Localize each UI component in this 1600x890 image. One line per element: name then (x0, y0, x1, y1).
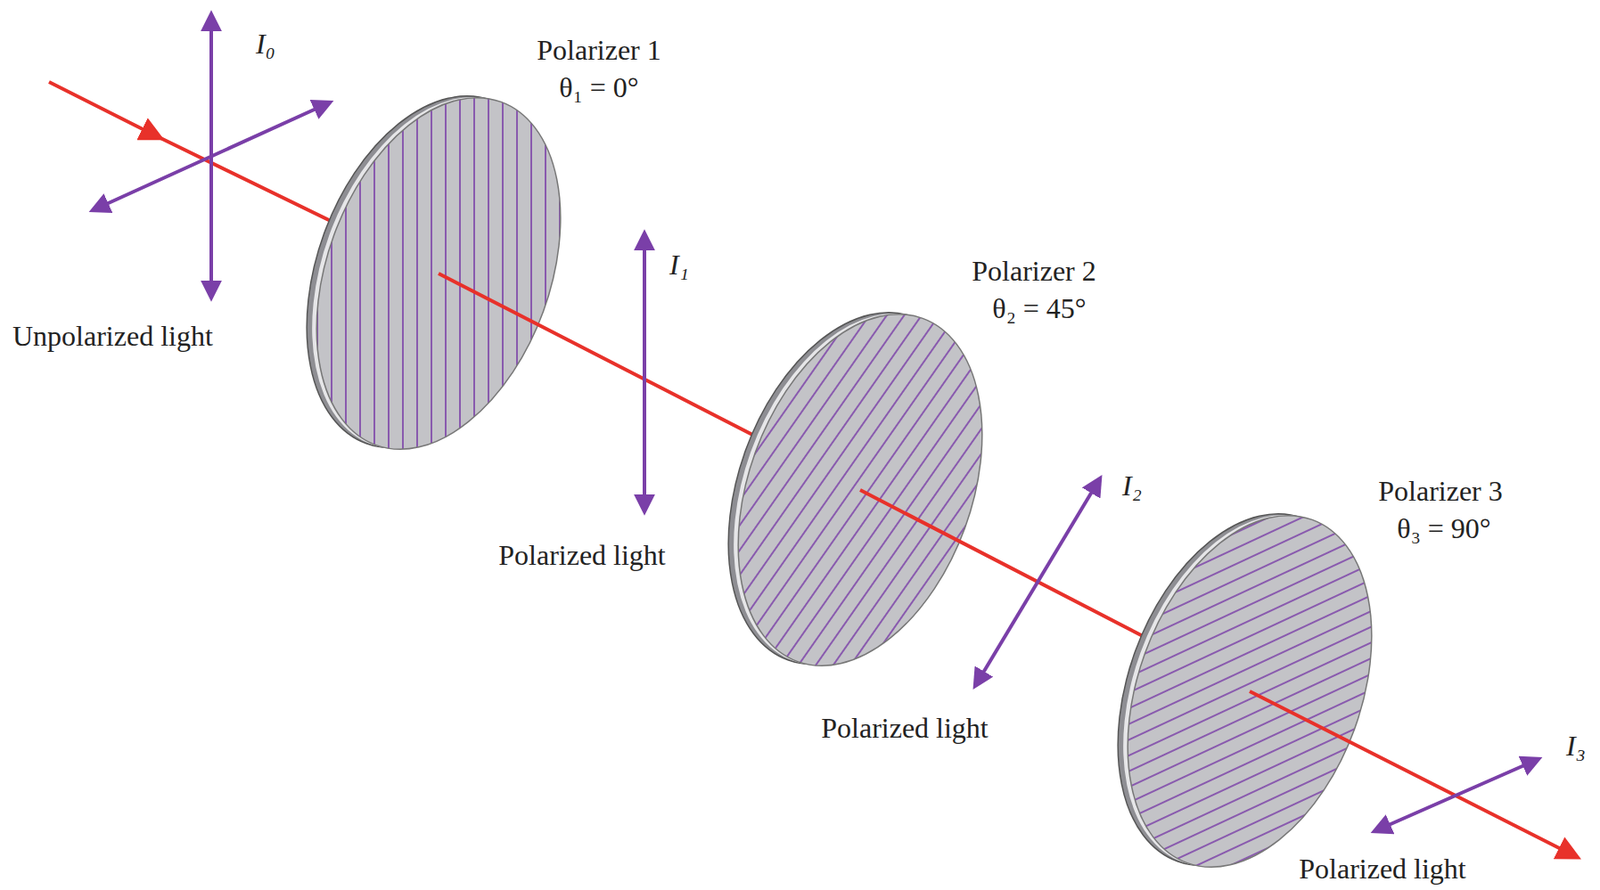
polarizer-label: Polarizer 1 (536, 34, 662, 66)
polarization-arrow (1374, 759, 1539, 832)
intensity-label: I₀ (255, 28, 276, 60)
polarization-arrow (642, 233, 647, 512)
angle-label: θ₂ = 45° (992, 293, 1086, 325)
polarizer-disk (1072, 478, 1417, 890)
angle-label: θ₃ = 90° (1396, 513, 1491, 545)
polarization-arrow (975, 478, 1100, 687)
polarization-arrow (92, 102, 330, 211)
intensity-label: I₃ (1566, 730, 1586, 763)
polarizer-label: Polarizer 3 (1378, 475, 1503, 508)
polarizer-disk (682, 277, 1027, 702)
polarizer-label: Polarizer 2 (971, 255, 1097, 288)
light-label: Polarized light (820, 713, 989, 745)
angle-label: θ₁ = 0° (558, 72, 639, 104)
light-label: Polarized light (498, 540, 666, 572)
light-label: Polarized light (1298, 853, 1467, 886)
polarizer-disk (261, 60, 606, 485)
intensity-label: I₁ (669, 249, 690, 281)
light-label: Unpolarized light (12, 320, 214, 353)
light-ray (1249, 691, 1577, 858)
intensity-label: I₂ (1122, 470, 1142, 502)
